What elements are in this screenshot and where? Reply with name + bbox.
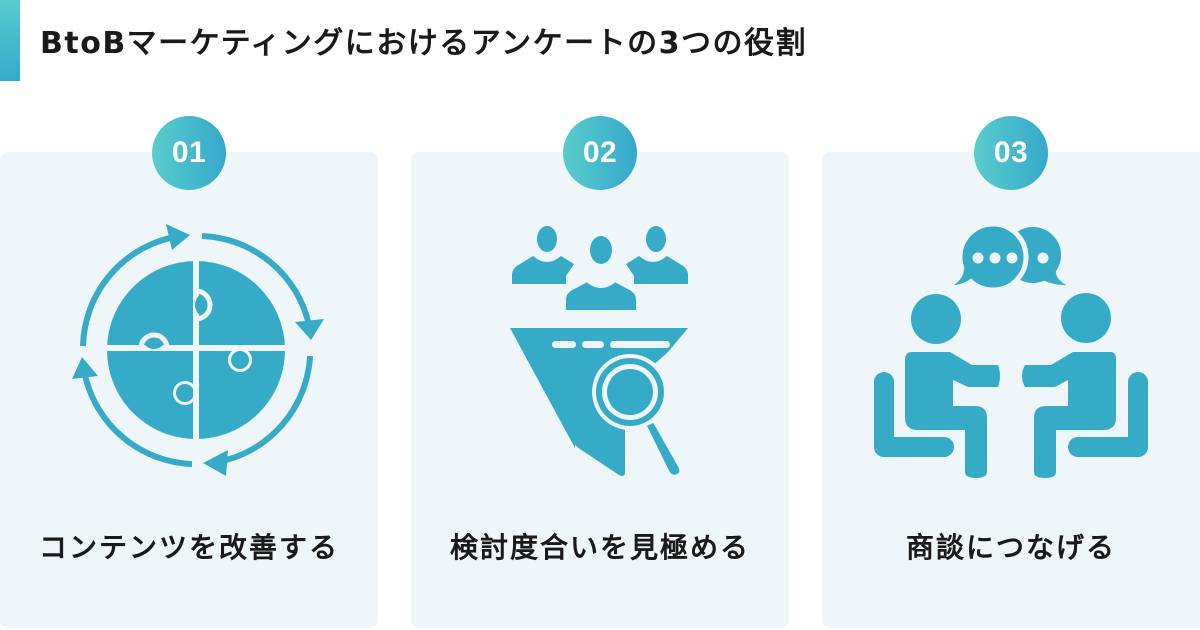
puzzle-cycle-icon bbox=[72, 224, 324, 476]
role-label-1: コンテンツを改善する bbox=[38, 531, 339, 564]
role-label-3: 商談につなげる bbox=[905, 531, 1116, 564]
role-number-badge-3: 03 bbox=[974, 116, 1048, 190]
title-accent-bar bbox=[0, 0, 20, 81]
role-label-2: 検討度合いを見極める bbox=[449, 531, 750, 564]
role-number-badge-2: 02 bbox=[563, 116, 637, 190]
role-number-badge-1: 01 bbox=[152, 116, 226, 190]
people-funnel-search-icon bbox=[510, 226, 688, 478]
meeting-conversation-icon bbox=[874, 221, 1148, 478]
page-title: BtoBマーケティングにおけるアンケートの3つの役割 bbox=[40, 26, 807, 61]
